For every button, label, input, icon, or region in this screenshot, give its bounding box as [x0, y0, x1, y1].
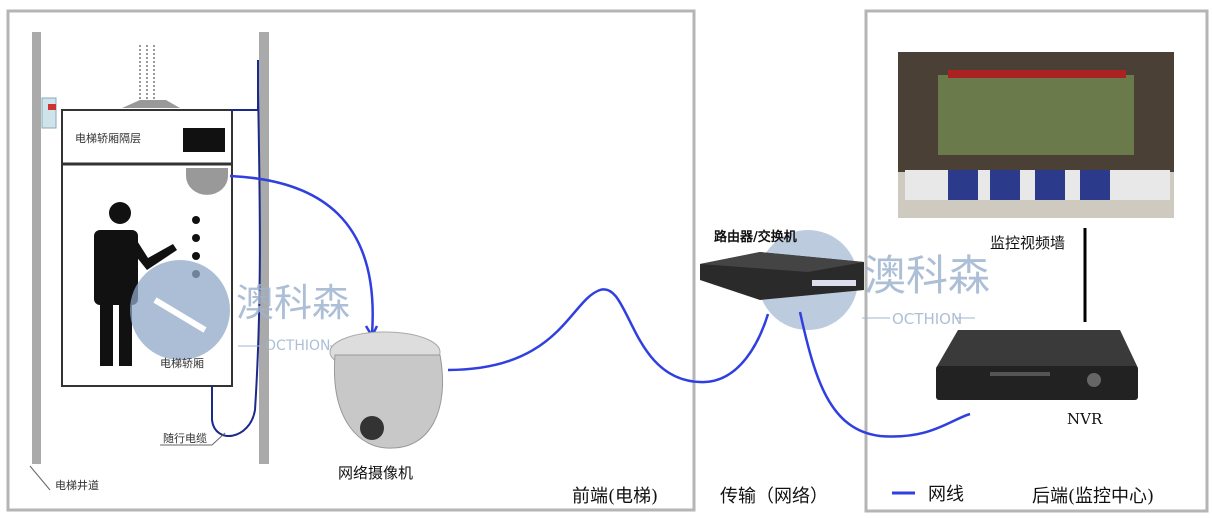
shaft-box — [41, 97, 57, 129]
car-hoist — [122, 100, 180, 108]
front-frame — [6, 9, 696, 512]
shaft-rail-left — [32, 32, 41, 464]
watermark-latin-left: OCTHION — [265, 338, 331, 354]
label-shaft: 电梯井道 — [55, 479, 99, 492]
section-front: 前端(电梯) — [572, 486, 659, 507]
person-icon — [94, 202, 200, 366]
router-device — [700, 252, 864, 300]
traveling-cable-line — [211, 60, 261, 437]
poe-box — [183, 128, 225, 152]
label-nvr: NVR — [1067, 410, 1103, 428]
label-car-ceiling: 电梯轿厢隔层 — [75, 132, 141, 145]
watermark-name-right: 澳科森 — [864, 251, 991, 300]
section-back: 后端(监控中心) — [1032, 486, 1155, 507]
label-car: 电梯轿厢 — [160, 357, 204, 370]
label-camera: 网络摄像机 — [338, 464, 414, 482]
video-wall-image — [898, 52, 1174, 218]
shaft-pointer — [29, 465, 51, 491]
watermark-name-left: 澳科森 — [236, 281, 351, 325]
camera-device — [329, 331, 444, 449]
label-video-wall: 监控视频墙 — [990, 234, 1066, 252]
label-router: 路由器/交换机 — [714, 230, 797, 245]
shaft-rail-right — [259, 32, 269, 464]
network-cables — [229, 174, 971, 438]
legend-cable-label: 网线 — [928, 484, 964, 505]
watermark-latin-right: OCTHION — [892, 310, 963, 328]
watermark-logo-left — [130, 260, 230, 360]
label-traveling-cable: 随行电缆 — [163, 432, 207, 445]
section-transport: 传输（网络） — [720, 486, 828, 507]
nvr-device — [936, 330, 1138, 400]
car-camera — [186, 168, 228, 195]
back-frame — [864, 9, 1209, 513]
